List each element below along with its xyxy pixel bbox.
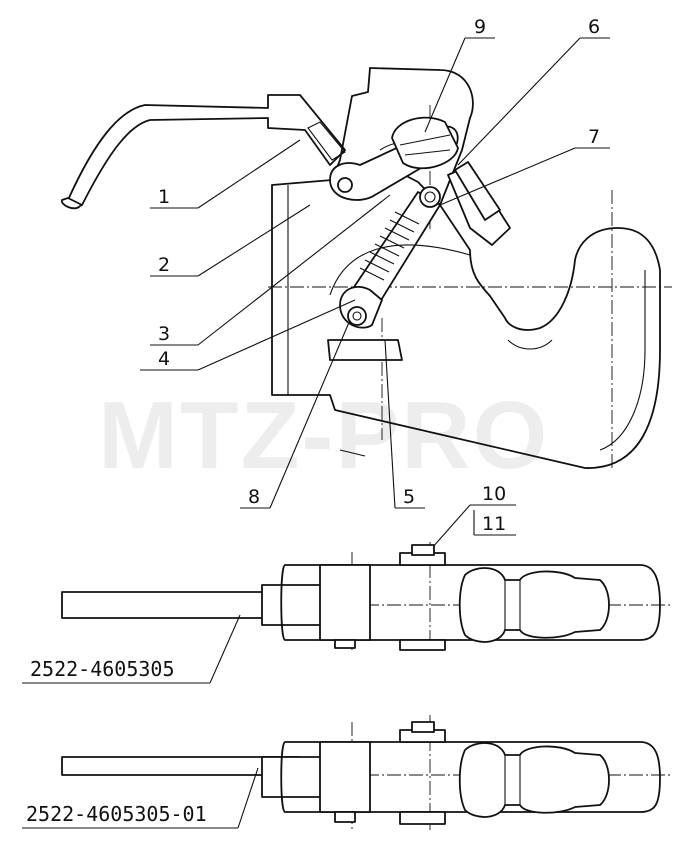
side-view-variant-b [22,715,672,830]
watermark-text: MTZ-PRO [98,382,549,489]
part-number-variant-b: 2522-4605305-01 [26,802,207,826]
hook-body-view [61,67,672,470]
callout-6: 6 [588,16,600,38]
callout-leaders [140,37,610,509]
callout-4: 4 [158,348,170,370]
callout-3: 3 [158,323,170,345]
side-view-variant-a [22,542,672,684]
callout-11: 11 [482,513,506,535]
part-number-variant-a: 2522-4605305 [30,657,175,681]
callout-2: 2 [158,254,170,276]
callout-5: 5 [403,486,415,508]
callout-10: 10 [482,483,506,505]
callout-1: 1 [158,186,170,208]
spring-coils [359,211,420,281]
callout-7: 7 [588,126,600,148]
callout-8: 8 [248,486,260,508]
callout-9: 9 [474,16,486,38]
